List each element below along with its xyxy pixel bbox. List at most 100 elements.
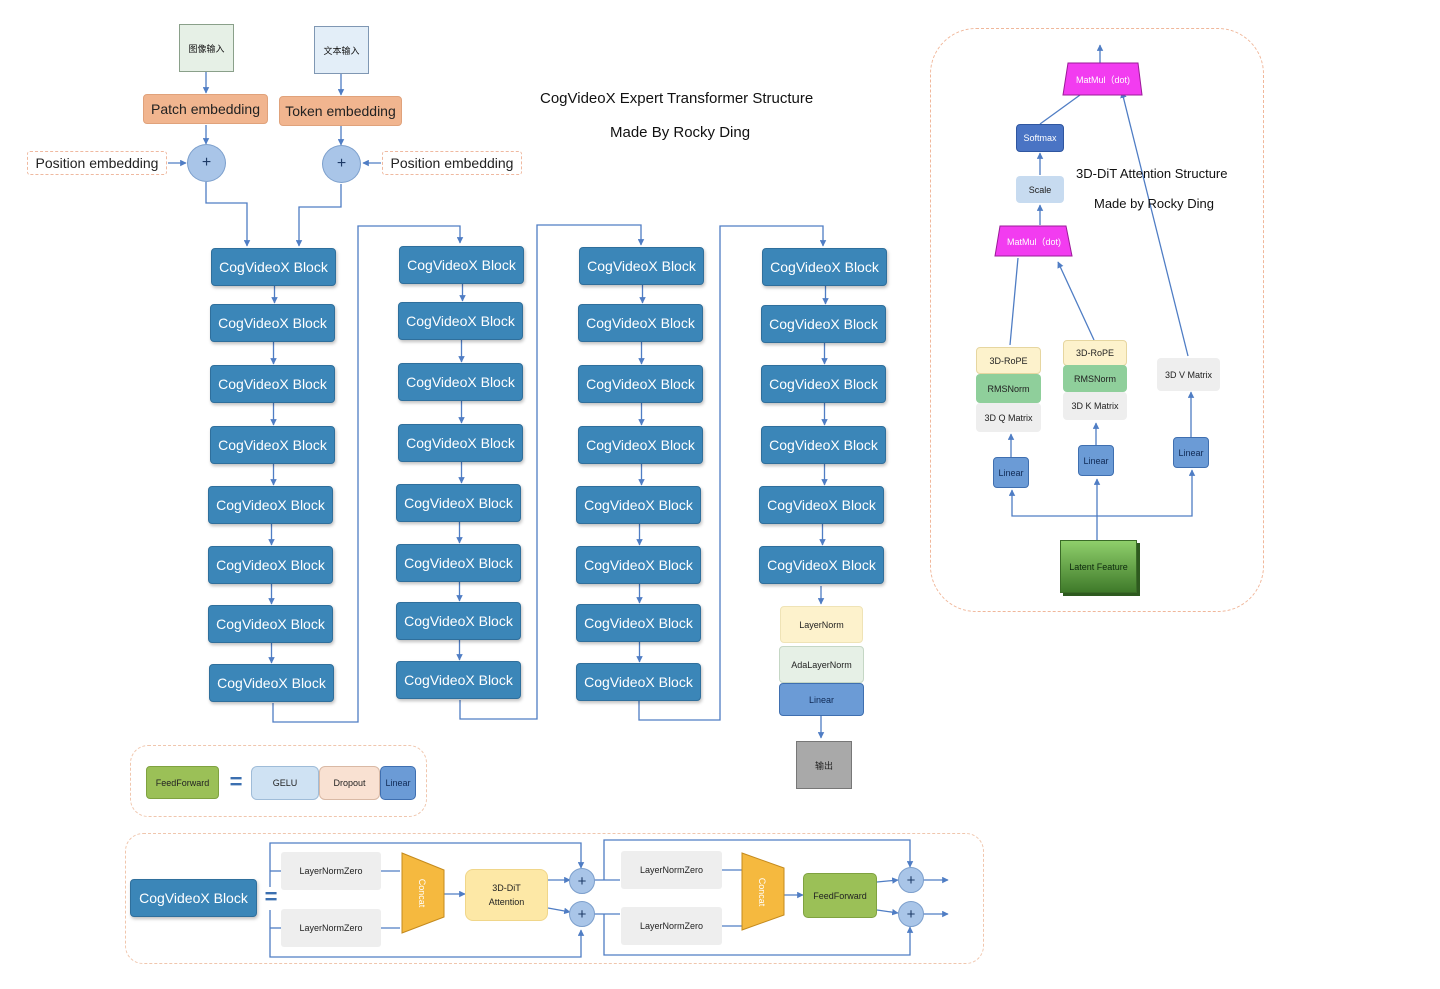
softmax-box: Softmax [1016, 124, 1064, 152]
scale-label: Scale [1028, 184, 1052, 195]
linear-v-box: Linear [1173, 437, 1209, 468]
cogvideox-block-label: CogVideoX Block [769, 376, 878, 392]
cogvideox-block: CogVideoX Block [396, 602, 521, 640]
cogvideox-block: CogVideoX Block [211, 248, 336, 286]
cogvideox-block-label: CogVideoX Block [406, 374, 515, 390]
add-node: + [898, 901, 924, 927]
cogvideox-block: CogVideoX Block [398, 363, 523, 401]
matmul-bottom-label: MatMul（dot) [1006, 236, 1061, 247]
cogvideox-block-label: CogVideoX Block [767, 557, 876, 573]
add-node-left: + [187, 144, 226, 182]
concat-label: Concat [757, 877, 767, 907]
cogvideox-block: CogVideoX Block [396, 661, 521, 699]
position-embedding-left: Position embedding [27, 151, 167, 175]
output-label: 输出 [814, 760, 833, 771]
cogvideox-block: CogVideoX Block [759, 486, 884, 524]
cogvideox-block: CogVideoX Block [208, 486, 333, 524]
cogvideox-block-label: CogVideoX Block [769, 316, 878, 332]
cogvideox-block-label: CogVideoX Block [218, 315, 327, 331]
cogvideox-block: CogVideoX Block [578, 365, 703, 403]
cogvideox-block: CogVideoX Block [210, 304, 335, 342]
cogvideox-block: CogVideoX Block [209, 664, 334, 702]
cogvideox-block-label: CogVideoX Block [586, 376, 695, 392]
adalayernorm-label: AdaLayerNorm [791, 659, 852, 670]
cogvideox-block-label: CogVideoX Block [406, 313, 515, 329]
block-detail-panel [125, 833, 984, 964]
text-input-box: 文本输入 [314, 26, 369, 74]
k-matrix-label: 3D K Matrix [1071, 401, 1119, 411]
attention-structure-panel [930, 28, 1264, 612]
layernormzero-box: LayerNormZero [621, 851, 722, 889]
output-box: 输出 [796, 741, 852, 789]
rope-q-label: 3D-RoPE [989, 355, 1028, 366]
cogvideox-block-label: CogVideoX Block [218, 376, 327, 392]
feedforward-legend-panel [130, 745, 427, 817]
cogvideox-block: CogVideoX Block [210, 426, 335, 464]
plus-icon: + [336, 155, 347, 172]
add-node-right: + [322, 145, 361, 183]
position-embedding-right: Position embedding [382, 151, 522, 175]
concat-label: Concat [417, 878, 427, 908]
cogvideox-block: CogVideoX Block [578, 304, 703, 342]
equals-icon: = [264, 884, 278, 909]
cogvideox-block-label: CogVideoX Block [584, 674, 693, 690]
linear-q-label: Linear [998, 467, 1024, 478]
matmul-bottom-shape [994, 225, 1073, 257]
cogvideox-block-label: CogVideoX Block [406, 435, 515, 451]
cogvideox-block-label: CogVideoX Block [767, 497, 876, 513]
image-input-label: 图像输入 [188, 43, 225, 54]
layernorm-box: LayerNorm [780, 606, 863, 643]
plus-icon: + [906, 871, 916, 889]
cogvideox-block-label: CogVideoX Block [587, 258, 696, 274]
cogvideox-block-label: CogVideoX Block [584, 497, 693, 513]
token-embedding: Token embedding [279, 96, 402, 126]
cogvideox-block: CogVideoX Block [399, 246, 524, 284]
linear-output-label: Linear [808, 694, 835, 705]
token-embedding-label: Token embedding [285, 103, 396, 119]
q-matrix-label: 3D Q Matrix [984, 412, 1033, 423]
adalayernorm-box: AdaLayerNorm [779, 646, 864, 683]
rope-q-box: 3D-RoPE [976, 347, 1041, 374]
plus-icon: + [577, 872, 587, 890]
cogvideox-block-label: CogVideoX Block [216, 497, 325, 513]
patch-embedding: Patch embedding [143, 94, 268, 124]
feedforward-detail-label: FeedForward [813, 890, 867, 901]
image-input-box: 图像输入 [179, 24, 234, 72]
q-matrix-box: 3D Q Matrix [976, 403, 1041, 432]
cogvideox-block-detail: CogVideoX Block [130, 879, 257, 917]
diagram-title: CogVideoX Expert Transformer Structure [540, 90, 814, 107]
patch-embedding-label: Patch embedding [151, 101, 260, 117]
rmsnorm-k-box: RMSNorm [1063, 365, 1127, 392]
cogvideox-block: CogVideoX Block [396, 484, 521, 522]
cogvideox-block: CogVideoX Block [576, 604, 701, 642]
cogvideox-block: CogVideoX Block [208, 546, 333, 584]
layernorm-label: LayerNorm [799, 619, 844, 630]
plus-icon: + [201, 154, 212, 171]
cogvideox-block-label: CogVideoX Block [407, 257, 516, 273]
concat-trapezoid [401, 852, 445, 934]
dropout-box: Dropout [319, 766, 380, 800]
plus-icon: + [577, 905, 587, 923]
linear-q-box: Linear [993, 457, 1029, 488]
cogvideox-block-label: CogVideoX Block [217, 675, 326, 691]
diagram-author: Made By Rocky Ding [610, 124, 751, 141]
cogvideox-block-label: CogVideoX Block [404, 613, 513, 629]
cogvideox-block-label: CogVideoX Block [769, 437, 878, 453]
cogvideox-block: CogVideoX Block [576, 486, 701, 524]
feedforward-box: FeedForward [146, 766, 219, 799]
add-node: + [569, 901, 595, 927]
position-embedding-left-label: Position embedding [35, 155, 159, 171]
feedforward-detail-box: FeedForward [803, 873, 877, 918]
layernormzero-box: LayerNormZero [281, 852, 381, 890]
cogvideox-block: CogVideoX Block [576, 663, 701, 701]
attention-panel-title: 3D-DiT Attention Structure [1076, 166, 1228, 181]
concat-trapezoid [741, 852, 785, 931]
dropout-label: Dropout [333, 778, 366, 788]
layernormzero-label: LayerNormZero [639, 921, 704, 931]
attention-box: 3D-DiT Attention [465, 869, 548, 921]
latent-feature-label: Latent Feature [1069, 561, 1128, 572]
v-matrix-box: 3D V Matrix [1157, 358, 1220, 391]
layernormzero-box: LayerNormZero [281, 909, 381, 947]
cogvideox-block: CogVideoX Block [396, 544, 521, 582]
